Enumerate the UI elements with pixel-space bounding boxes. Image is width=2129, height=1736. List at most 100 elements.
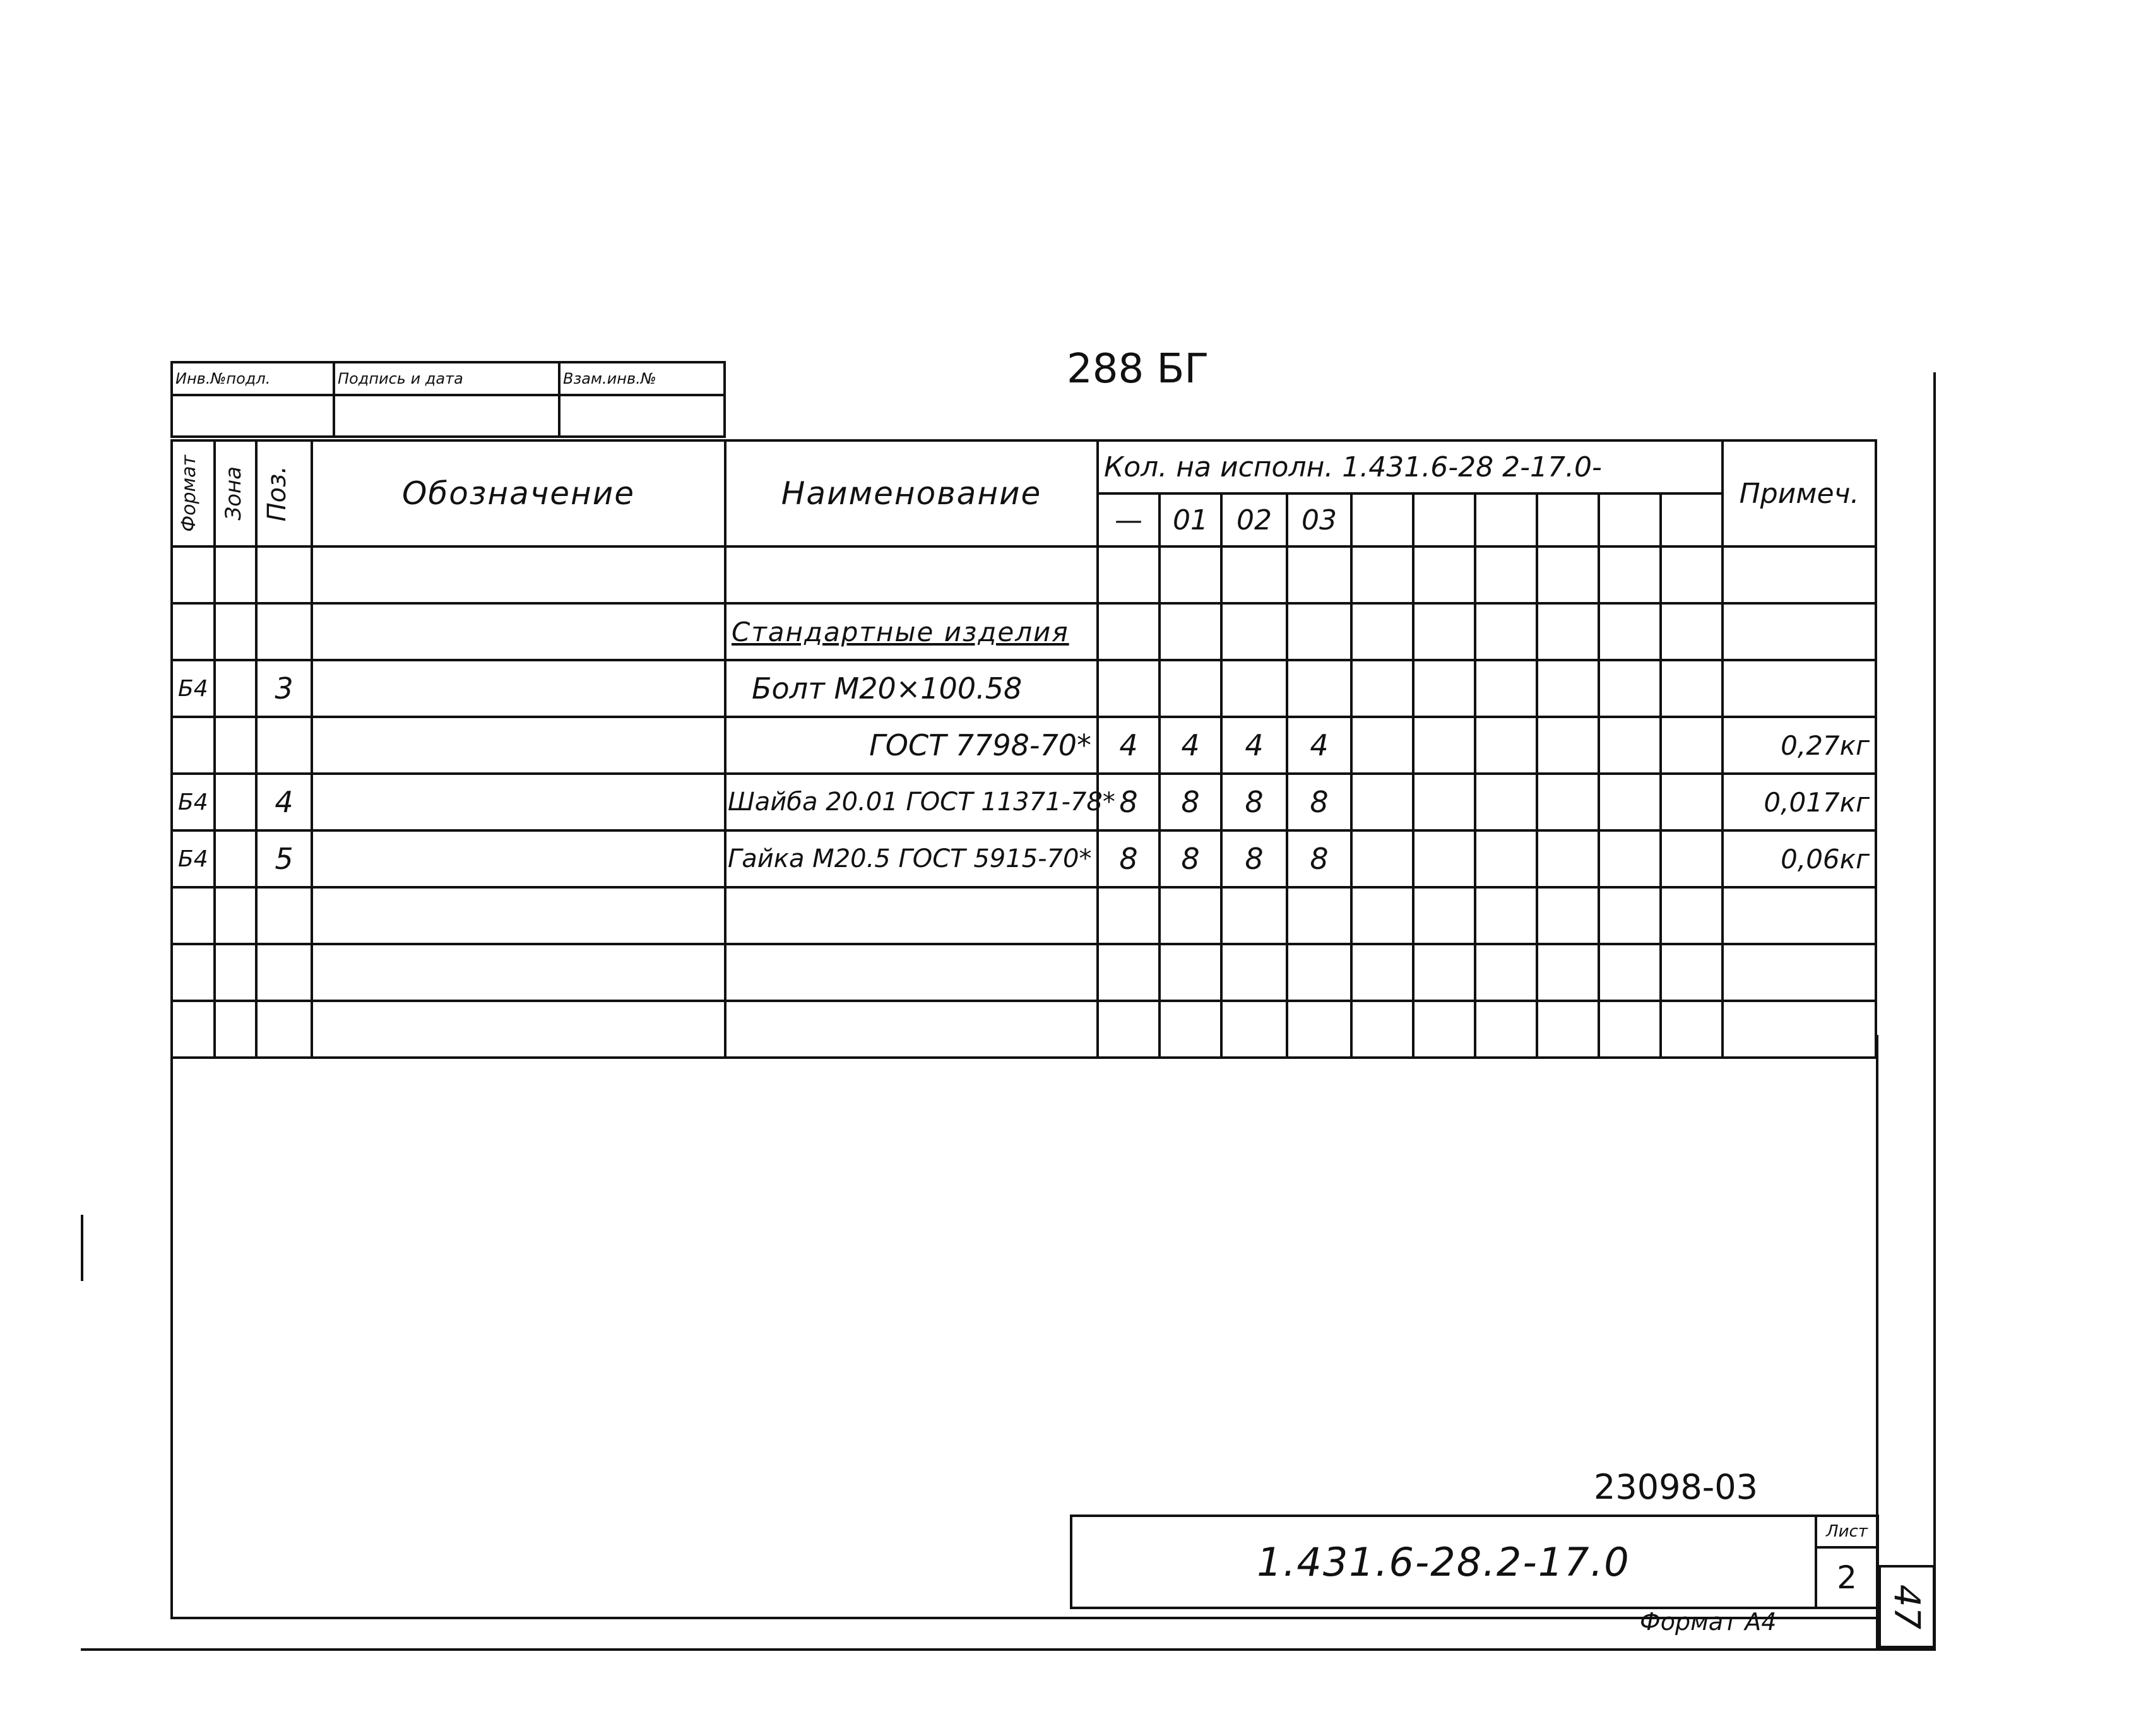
archive-mark: 288 БГ [1067,346,1209,393]
row-qty-0 [1096,659,1161,718]
header-quantity: Кол. на исполн. 1.431.6-28 2-17.0- [1096,439,1724,495]
row-qty-7 [1536,545,1600,605]
row-qty-3 [1286,943,1353,1002]
row-qty-5 [1412,829,1476,889]
row-position: 4 [255,772,313,832]
header-note: Примеч. [1721,439,1878,548]
row-name: ГОСТ 7798-70* [724,716,1099,775]
row-zone [213,1000,258,1059]
row-qty-6 [1474,545,1538,605]
row-qty-3 [1286,886,1353,945]
row-qty-9 [1659,943,1724,1002]
row-qty-6 [1474,602,1538,661]
page-number-box: 47 [1878,1565,1935,1648]
header-variant-9 [1659,492,1724,548]
row-qty-9 [1659,772,1724,832]
row-qty-5 [1412,886,1476,945]
row-name: Стандартные изделия [724,602,1099,661]
row-format: Б4 [170,772,216,832]
row-designation [311,602,726,661]
document-designation: 1.431.6-28.2-17.0 [1070,1515,1817,1609]
row-name [724,545,1099,605]
row-qty-1 [1158,659,1223,718]
row-qty-3: 8 [1286,772,1353,832]
row-name: Гайка М20.5 ГОСТ 5915-70* [724,829,1099,889]
table-row [170,1000,1878,1059]
row-qty-1: 4 [1158,716,1223,775]
row-qty-7 [1536,829,1600,889]
table-row [170,886,1878,945]
row-qty-4 [1350,602,1414,661]
row-note [1721,943,1878,1002]
row-note [1721,545,1878,605]
stamp-replacement-value [558,394,726,438]
row-name [724,1000,1099,1059]
row-qty-2 [1220,659,1288,718]
row-note [1721,886,1878,945]
row-format: Б4 [170,829,216,889]
row-qty-2 [1220,545,1288,605]
header-variant-6 [1474,492,1538,548]
row-qty-6 [1474,716,1538,775]
row-qty-1 [1158,943,1223,1002]
title-block: 1.431.6-28.2-17.0 Лист 2 [1070,1515,1879,1609]
header-name: Наименование [724,439,1099,548]
row-designation [311,545,726,605]
row-note: 0,017кг [1721,772,1878,832]
row-qty-0: 8 [1096,829,1161,889]
row-qty-4 [1350,716,1414,775]
row-name: Болт М20×100.58 [724,659,1099,718]
row-designation [311,716,726,775]
row-qty-2 [1220,943,1288,1002]
row-qty-4 [1350,772,1414,832]
sheet-label: Лист [1815,1515,1879,1549]
row-qty-5 [1412,716,1476,775]
row-note [1721,1000,1878,1059]
row-qty-8 [1598,886,1662,945]
row-qty-4 [1350,829,1414,889]
frame-right-outer [1933,372,1936,1650]
format-label: Формат А4 [1640,1608,1777,1636]
row-qty-0: 4 [1096,716,1161,775]
row-qty-8 [1598,659,1662,718]
row-zone [213,659,258,718]
row-qty-5 [1412,659,1476,718]
row-qty-6 [1474,772,1538,832]
stamp-inv-value [170,394,335,438]
row-zone [213,772,258,832]
order-number: 23098-03 [1594,1467,1758,1507]
row-qty-9 [1659,659,1724,718]
frame-right-inner [1876,1035,1878,1650]
row-qty-8 [1598,1000,1662,1059]
row-position: 5 [255,829,313,889]
row-position [255,943,313,1002]
row-qty-6 [1474,886,1538,945]
row-qty-7 [1536,943,1600,1002]
row-qty-2: 8 [1220,829,1288,889]
stamp-signature-label: Подпись и дата [333,361,560,396]
row-qty-6 [1474,659,1538,718]
row-zone [213,545,258,605]
row-format [170,602,216,661]
row-qty-0 [1096,545,1161,605]
row-position [255,545,313,605]
row-format [170,1000,216,1059]
row-position [255,886,313,945]
row-position [255,716,313,775]
row-qty-2 [1220,1000,1288,1059]
row-zone [213,886,258,945]
row-qty-1 [1158,1000,1223,1059]
row-qty-0: 8 [1096,772,1161,832]
header-variant-4 [1350,492,1414,548]
row-qty-5 [1412,772,1476,832]
row-designation [311,943,726,1002]
row-qty-2: 8 [1220,772,1288,832]
row-note [1721,659,1878,718]
header-zone: Зона [213,439,258,548]
table-row: Стандартные изделия [170,602,1878,661]
row-qty-4 [1350,886,1414,945]
row-name [724,943,1099,1002]
row-qty-7 [1536,772,1600,832]
row-qty-4 [1350,545,1414,605]
